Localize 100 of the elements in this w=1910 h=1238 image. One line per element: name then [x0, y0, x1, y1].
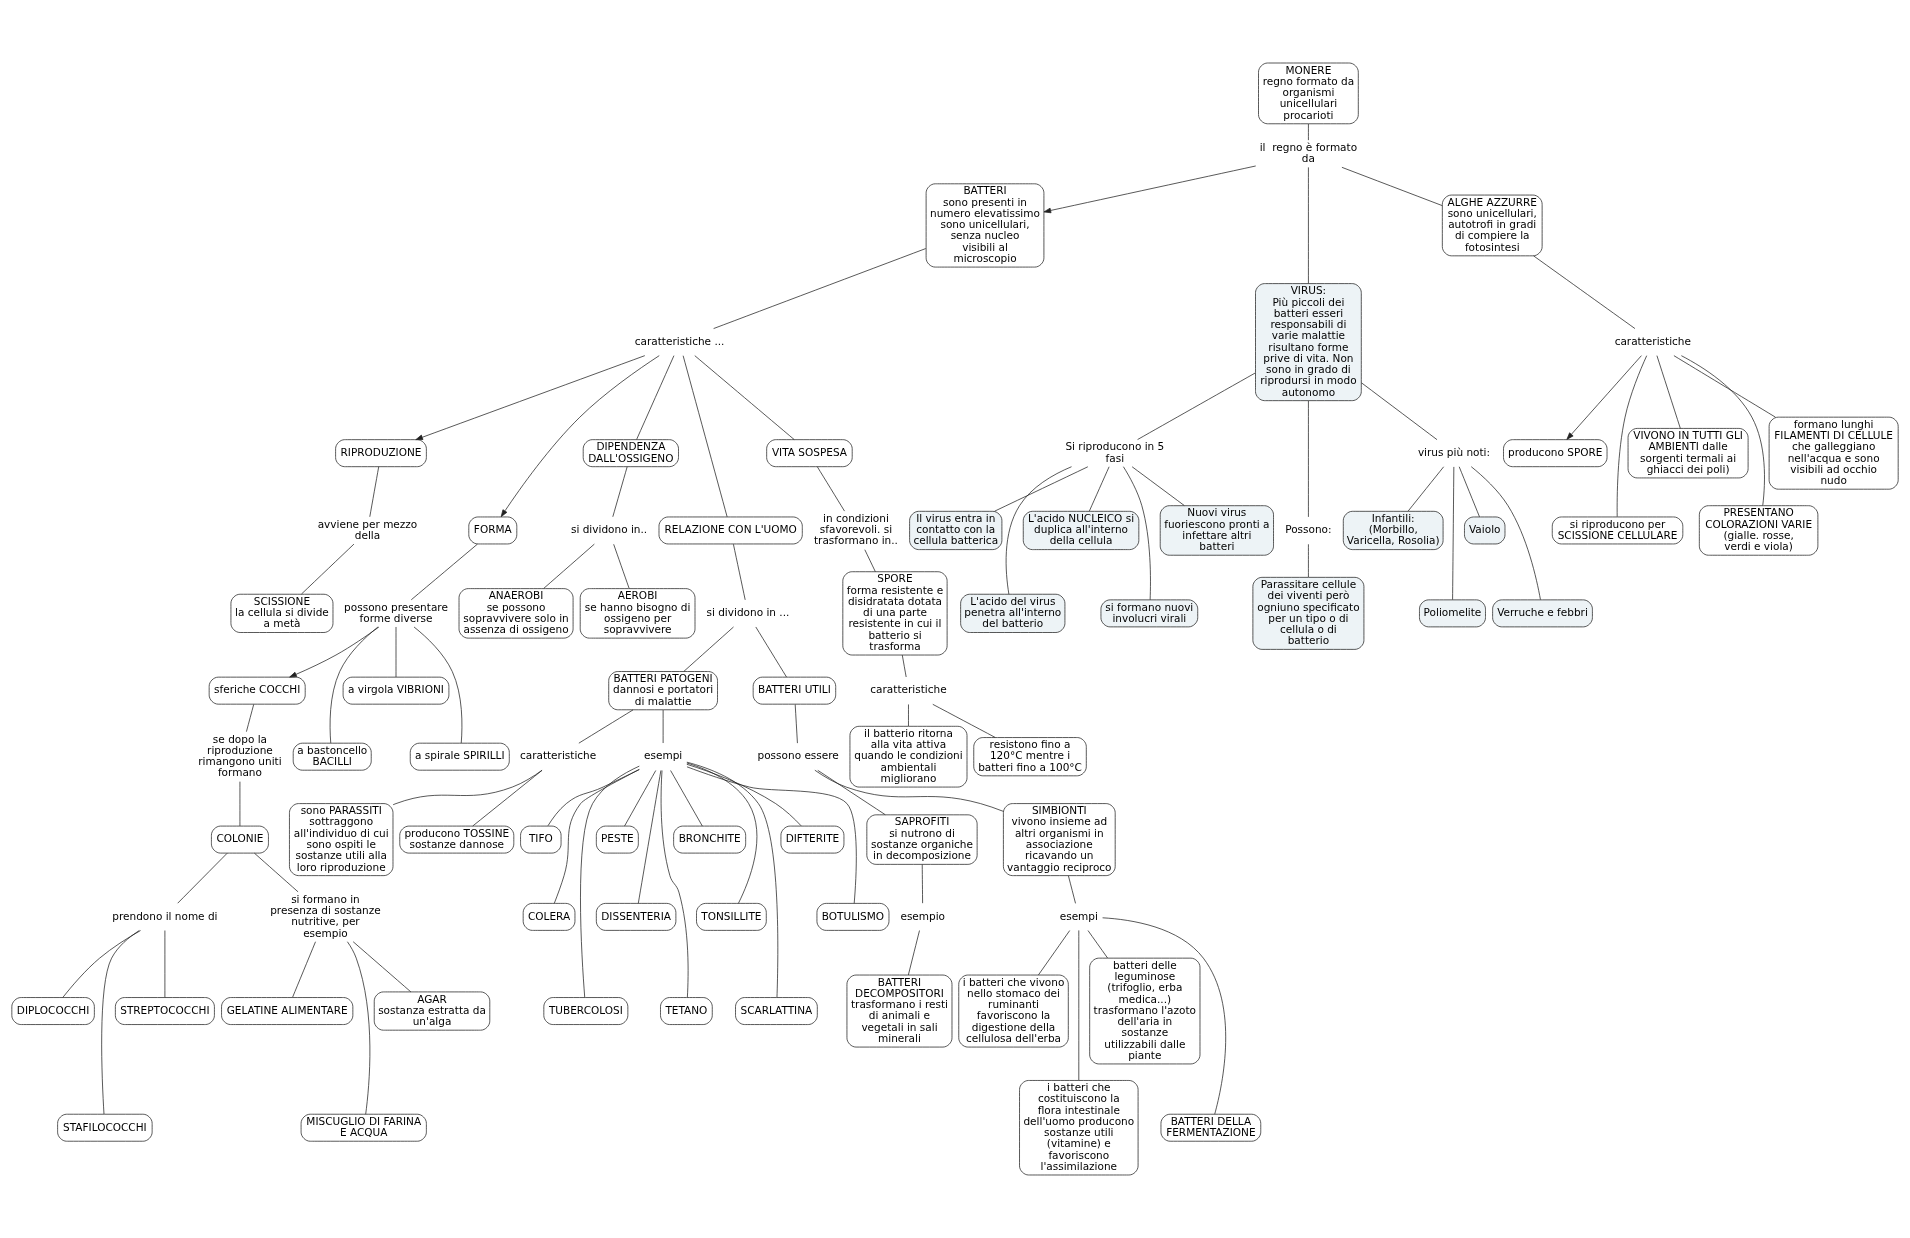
connector: [1458, 466, 1480, 518]
connector: [1137, 372, 1256, 440]
connector: [392, 769, 543, 806]
connector: [1341, 166, 1443, 207]
connector: [816, 466, 845, 512]
node-box: DIPLOCOCCHI: [11, 997, 95, 1025]
node-box: GELATINE ALIMENTARE: [221, 997, 354, 1025]
node-text: possono presentare forme diverse: [344, 600, 448, 624]
node-text: caratteristiche: [870, 683, 947, 696]
node-box: COLERA: [522, 903, 576, 931]
connector: [1005, 466, 1072, 595]
connector: [682, 355, 728, 518]
connector: [908, 704, 909, 727]
node-box: formano lunghi FILAMENTI DI CELLULE che galleggiano nell'acqua e sono visibili ad occhio nudo: [1768, 416, 1899, 490]
node-box: PRESENTANO COLORAZIONI VARIE (gialle. rosse, verdi e viola): [1698, 505, 1819, 556]
connector: [864, 549, 876, 572]
node-box: Verruche e febbri: [1492, 599, 1593, 628]
connector: [686, 761, 779, 998]
arrow: [415, 355, 646, 440]
node-box: DISSENTERIA: [595, 903, 677, 931]
node-box: sferiche COCCHI: [208, 676, 306, 705]
connector: [1087, 930, 1108, 959]
node-text: si dividono in ...: [706, 606, 790, 619]
node-box: MISCUGLIO DI FARINA E ACQUA: [300, 1113, 427, 1142]
arrow: [1043, 165, 1257, 214]
node-box: DIPENDENZA DALL'OSSIGENO: [582, 439, 679, 468]
node-text: Possono:: [1285, 523, 1332, 536]
connector: [1102, 917, 1227, 1115]
arrow: [1566, 355, 1642, 440]
node-box: TONSILLITE: [696, 903, 767, 931]
connector: [733, 543, 746, 601]
connector: [1407, 466, 1445, 512]
connector: [1673, 355, 1776, 418]
node-box: TUBERCOLOSI: [543, 997, 629, 1025]
connector: [1361, 382, 1438, 441]
node-box: FORMA: [468, 516, 518, 545]
connector: [1088, 466, 1110, 512]
node-box: BATTERI UTILI: [752, 676, 837, 705]
node-box: Infantili: (Morbillo, Varicella, Rosolia): [1342, 510, 1444, 550]
connector: [329, 626, 379, 744]
node-box: BATTERI sono presenti in numero elevatissimo sono unicellulari, senza nucleo visibili al microscopio: [925, 183, 1045, 268]
node-box: Vaiolo: [1464, 516, 1506, 545]
connector: [543, 543, 595, 589]
node-box: resistono fino a 120°C mentre i batteri fino a 100°C: [973, 737, 1087, 777]
node-box: BRONCHITE: [673, 825, 747, 854]
node-box: TETANO: [660, 997, 713, 1025]
arrow: [500, 355, 660, 517]
connector: [755, 626, 787, 678]
connector: [637, 770, 662, 904]
connector: [817, 769, 886, 816]
node-box: a bastoncello BACILLI: [292, 742, 372, 771]
node-box: L'acido NUCLEICO si duplica all'interno della cellula: [1022, 510, 1140, 550]
node-box: producono TOSSINE sostanze dannose: [399, 825, 515, 854]
node-box: AEROBI se hanno bisogno di ossigeno per sopravvivere: [579, 588, 696, 639]
node-text: caratteristiche: [1614, 334, 1691, 347]
node-text: se dopo la riproduzione rimangono uniti formano: [198, 732, 282, 779]
connector: [352, 941, 412, 993]
connector: [1308, 400, 1309, 518]
node-text: caratteristiche: [519, 749, 597, 762]
node-box: a virgola VIBRIONI: [342, 676, 450, 705]
node-box: STREPTOCOCCHI: [115, 997, 215, 1025]
node-box: si formano nuovi involucri virali: [1100, 599, 1199, 628]
connector: [1308, 543, 1309, 578]
node-text: esempi: [1059, 909, 1098, 922]
connector: [1533, 255, 1636, 329]
node-box: VIVONO IN TUTTI GLI AMBIENTI dalle sorgenti termali ai ghiacci dei poli): [1627, 428, 1749, 479]
connector: [686, 766, 857, 904]
connector: [578, 709, 634, 744]
connector: [254, 852, 299, 893]
node-box: sono PARASSITI sottraggono all'individuo di cui sono ospiti le sostanze utili alla loro riproduzione: [289, 803, 394, 876]
node-box: TIFO: [520, 825, 562, 854]
node-box: COLONIE: [211, 825, 269, 854]
node-text: si dividono in..: [570, 523, 648, 536]
node-text: avviene per mezzo della: [317, 517, 418, 541]
node-box: il batterio ritorna alla vita attiva quando le condizioni ambientali migliorano: [849, 725, 968, 788]
node-text: virus più noti:: [1417, 445, 1491, 458]
connector: [369, 466, 380, 518]
connector: [1308, 167, 1309, 284]
node-box: AGAR sostanza estratta da un'alga: [373, 991, 491, 1031]
connector: [1131, 466, 1185, 506]
connector: [292, 941, 316, 998]
connector: [1616, 355, 1648, 518]
node-box: Poliomelite: [1419, 599, 1486, 628]
node-box: i batteri che costituiscono la flora intestinale dell'uomo producono sostanze utili (vitamine) e favoriscono l'assimilazione: [1019, 1080, 1139, 1176]
node-box: producono SPORE: [1503, 439, 1608, 468]
node-box: RELAZIONE CON L'UOMO: [658, 516, 803, 545]
connector: [814, 769, 1004, 812]
node-text: si formano in presenza di sostanze nutritive, per esempio: [270, 892, 381, 939]
connector: [347, 941, 371, 1115]
node-box: batteri delle leguminose (trifoglio, erba medica...) trasformano l'azoto dell'aria in sostanze utilizzabili dalle piante: [1089, 957, 1201, 1065]
connector: [686, 762, 758, 904]
arrow: [289, 626, 380, 678]
connector: [660, 770, 689, 998]
connector: [554, 769, 640, 904]
node-box: PESTE: [595, 825, 639, 854]
connector: [670, 770, 703, 827]
connector: [101, 930, 140, 1115]
node-box: SIMBIONTI vivono insieme ad altri organismi in associazione ricavando un vantaggio reciproco: [1003, 803, 1116, 876]
connector: [683, 626, 734, 672]
connector: [901, 654, 907, 678]
